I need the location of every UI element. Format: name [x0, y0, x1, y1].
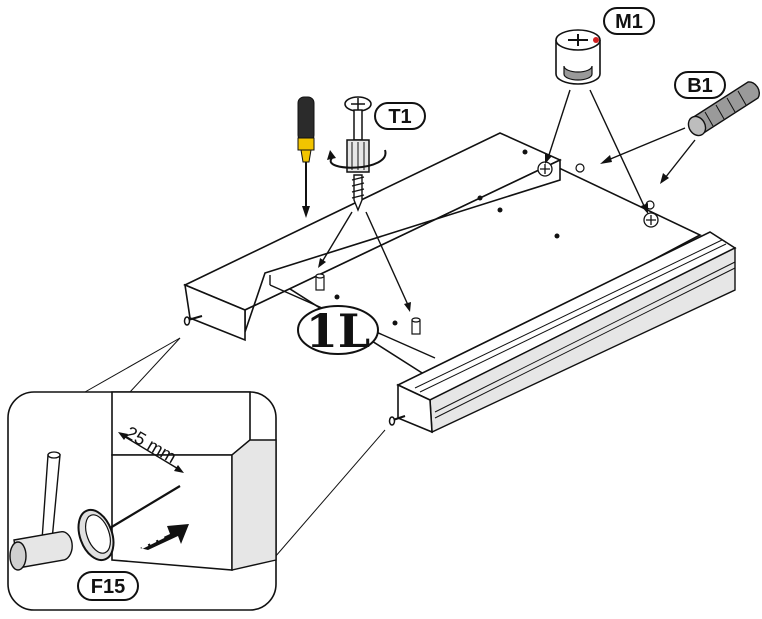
- panel-dowels: [315, 273, 421, 335]
- dowel-label-b1: B1: [674, 71, 726, 99]
- detail-callout: 25 mm: [7, 337, 386, 611]
- wooden-dowel-icon: [600, 81, 761, 184]
- end-nails: [183, 315, 406, 426]
- push-arrow-icon: [140, 524, 189, 550]
- nail-label-text: F15: [91, 576, 125, 598]
- screw-icon: [318, 96, 411, 312]
- nail-label-f15: F15: [77, 571, 139, 601]
- cam-lock-label-m1: M1: [603, 7, 655, 35]
- screwdriver-icon: [297, 96, 315, 218]
- nail-icon: [77, 485, 181, 562]
- screw-label-text: T1: [388, 106, 411, 128]
- dowel-label-text: B1: [687, 75, 713, 97]
- cam-lock-label-text: M1: [615, 11, 643, 33]
- panel-label-text: 1L: [306, 304, 370, 358]
- panel-label-1l: 1L: [297, 304, 379, 358]
- cam-lock-icon: [545, 29, 648, 214]
- back-rail-end: [183, 283, 246, 342]
- screw-label-t1: T1: [374, 102, 426, 130]
- installed-cam-locks: [537, 161, 659, 228]
- panel-frame: [183, 132, 737, 434]
- hammer-icon: [9, 451, 73, 571]
- panel-holes: [334, 149, 560, 326]
- front-rail-end: [397, 383, 433, 434]
